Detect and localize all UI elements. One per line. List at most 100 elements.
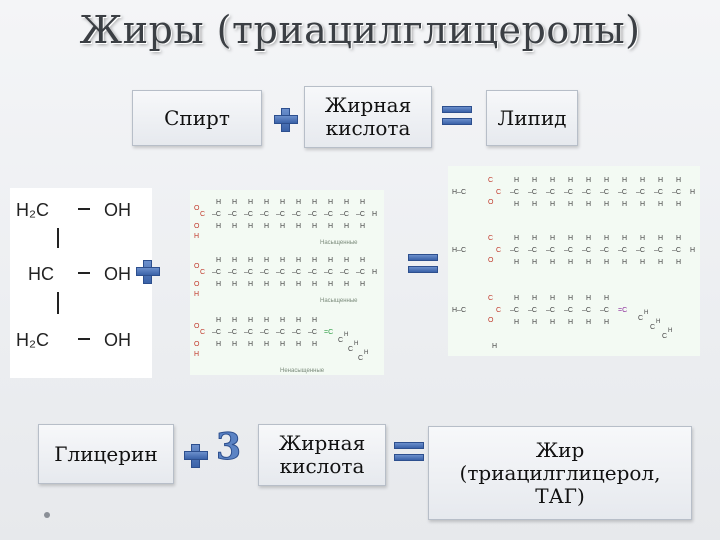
hydrogen-atom: H bbox=[656, 319, 660, 325]
hydrogen-atom: H bbox=[232, 257, 237, 264]
carbon-atom: –C bbox=[356, 269, 365, 276]
carbon-atom: –C bbox=[510, 247, 519, 254]
equals-icon-middle bbox=[408, 254, 438, 274]
hydrogen-atom: H bbox=[248, 317, 253, 324]
hydrogen-atom: H bbox=[514, 235, 519, 242]
fatty-acid-box-top: Жирная кислота bbox=[304, 86, 432, 148]
oxygen-atom: O bbox=[194, 323, 200, 330]
carbon-atom: H–C bbox=[452, 189, 466, 196]
hydrogen-atom: H bbox=[586, 295, 591, 302]
hydrogen-atom: H bbox=[248, 341, 253, 348]
fatty-acid-line-1: Жирная bbox=[324, 93, 412, 117]
hydrogen-atom: H bbox=[622, 201, 627, 208]
carbon-atom: –C bbox=[228, 269, 237, 276]
hydrogen-atom: H bbox=[604, 235, 609, 242]
hydrogen-atom: H bbox=[514, 201, 519, 208]
carbon-atom: –C bbox=[564, 247, 573, 254]
double-bond: =C bbox=[324, 329, 333, 336]
hydrogen-atom: H bbox=[676, 177, 681, 184]
hydrogen-atom: H bbox=[550, 177, 555, 184]
lipid-box: Липид bbox=[486, 90, 578, 146]
hydrogen-atom: H bbox=[640, 235, 645, 242]
carbon-atom: –C bbox=[244, 269, 253, 276]
hydrogen-atom: H bbox=[264, 223, 269, 230]
fat-line-3: ТАГ) bbox=[535, 483, 585, 508]
hydrogen-atom: H bbox=[344, 257, 349, 264]
hydrogen-atom: H bbox=[216, 341, 221, 348]
carbon-atom: –C bbox=[308, 329, 317, 336]
hydrogen-atom: H bbox=[216, 199, 221, 206]
carbon-atom: C bbox=[358, 355, 363, 362]
hydrogen-atom: H bbox=[514, 177, 519, 184]
hydrogen-atom: H bbox=[344, 223, 349, 230]
carbon-atom: H–C bbox=[452, 307, 466, 314]
hydrogen-atom: H bbox=[312, 317, 317, 324]
hydrogen-atom: H bbox=[280, 199, 285, 206]
hydrogen-atom: H bbox=[344, 281, 349, 288]
hydrogen-atom: H bbox=[586, 201, 591, 208]
fatty-acid-box-bottom: Жирная кислота bbox=[258, 424, 386, 486]
hydrogen-atom: H bbox=[676, 259, 681, 266]
hydrogen-atom: H bbox=[658, 177, 663, 184]
hydrogen-atom: H bbox=[280, 281, 285, 288]
carbon-atom: –C bbox=[324, 269, 333, 276]
hydrogen-atom: H bbox=[264, 317, 269, 324]
hydrogen-atom: H bbox=[216, 281, 221, 288]
equals-icon-bottom bbox=[394, 442, 424, 462]
oxygen-atom: O bbox=[488, 199, 494, 206]
carbon-atom: C bbox=[488, 295, 493, 302]
carbon-atom: –C bbox=[564, 189, 573, 196]
hydrogen-atom: H bbox=[280, 341, 285, 348]
hydrogen-atom: H bbox=[312, 223, 317, 230]
hydrogen-atom: H bbox=[372, 269, 377, 276]
carbon-atom: –C bbox=[276, 329, 285, 336]
carbon-atom: C bbox=[662, 333, 667, 340]
carbon-atom: –C bbox=[340, 269, 349, 276]
hydrogen-atom: H bbox=[312, 257, 317, 264]
hydrogen-atom: H bbox=[676, 201, 681, 208]
oxygen-atom: O bbox=[194, 263, 200, 270]
alcohol-box: Спирт bbox=[132, 90, 262, 146]
glycerol-oh3: OH bbox=[104, 330, 131, 350]
hydrogen-atom: H bbox=[216, 317, 221, 324]
carbon-atom: –C bbox=[356, 211, 365, 218]
carbon-atom: –C bbox=[260, 329, 269, 336]
hydrogen-atom: H bbox=[232, 341, 237, 348]
multiplier-three: 3 bbox=[215, 426, 242, 469]
hydrogen-atom: H bbox=[532, 295, 537, 302]
hydrogen-atom: H bbox=[532, 177, 537, 184]
hydrogen-atom: H bbox=[532, 259, 537, 266]
fatty-acid-type-label: Насыщенные bbox=[320, 298, 358, 304]
hydrogen-atom: H bbox=[328, 257, 333, 264]
fatty-acid-type-label: Насыщенные bbox=[320, 240, 358, 246]
hydrogen-atom: H bbox=[354, 341, 358, 347]
hydrogen-atom: H bbox=[344, 332, 348, 338]
carbon-atom: –C bbox=[308, 211, 317, 218]
carbon-atom: –C bbox=[582, 189, 591, 196]
carbon-atom: –C bbox=[510, 307, 519, 314]
glycerol-box: Глицерин bbox=[38, 424, 174, 484]
carbon-atom: –C bbox=[212, 269, 221, 276]
hydrogen-atom: H bbox=[586, 235, 591, 242]
hydrogen-atom: H bbox=[690, 189, 695, 196]
hydrogen-atom: H bbox=[296, 317, 301, 324]
glycerol-structure: H₂C OH HC OH H₂C OH bbox=[10, 188, 152, 378]
hydrogen-atom: H bbox=[586, 319, 591, 326]
hydrogen-atom: H bbox=[296, 199, 301, 206]
carbon-atom: –C bbox=[292, 211, 301, 218]
hydrogen-atom: H bbox=[364, 350, 368, 356]
hydrogen-atom: H bbox=[372, 211, 377, 218]
hydrogen-atom: H bbox=[676, 235, 681, 242]
hydrogen-atom: H bbox=[248, 257, 253, 264]
oxygen-atom: O bbox=[194, 281, 200, 288]
carbon-atom: –C bbox=[636, 189, 645, 196]
hydrogen-atom: H bbox=[550, 295, 555, 302]
carbon-atom: –C bbox=[582, 247, 591, 254]
hydrogen-atom: H bbox=[514, 259, 519, 266]
carbon-atom: –C bbox=[340, 211, 349, 218]
hydrogen-atom: H bbox=[312, 199, 317, 206]
hydrogen-atom: H bbox=[216, 223, 221, 230]
hydrogen-atom: H bbox=[640, 177, 645, 184]
hydrogen-atom: H bbox=[622, 235, 627, 242]
carbon-atom: –C bbox=[672, 247, 681, 254]
